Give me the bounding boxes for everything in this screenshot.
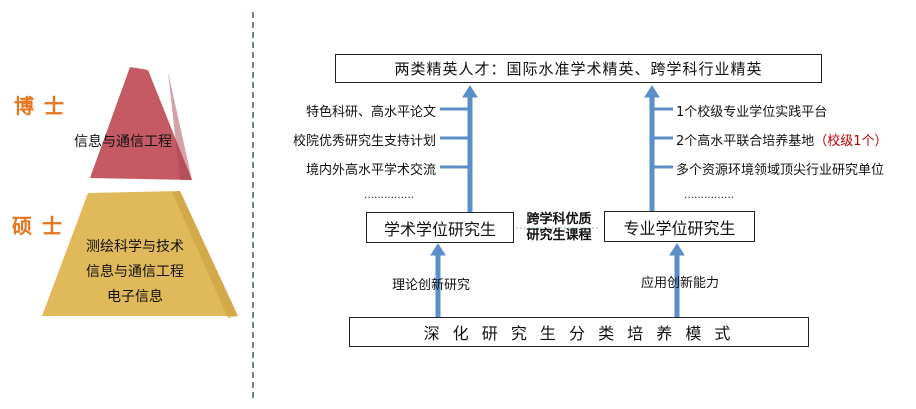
shared-line: 研究生课程	[526, 228, 592, 243]
master-label: 硕士	[12, 214, 72, 238]
professional-box: 专业学位研究生	[604, 211, 755, 242]
academic-item: 境内外高水平学术交流	[305, 163, 436, 178]
professional-ellipsis: ……………	[684, 190, 734, 201]
doctor-major: 信息与通信工程	[74, 134, 172, 150]
master-major: 电子信息	[107, 289, 163, 305]
academic-box: 学术学位研究生	[366, 212, 514, 243]
professional-drive: 应用创新能力	[641, 276, 720, 291]
academic-item: 特色科研、高水平论文	[305, 105, 436, 120]
master-major: 信息与通信工程	[86, 264, 184, 280]
professional-item: 2个高水平联合培养基地（校级1个）	[676, 130, 888, 149]
academic-ellipsis: ……………	[364, 190, 414, 201]
master-majors: 测绘科学与技术 信息与通信工程 电子信息	[70, 235, 200, 310]
shared-courses: 跨学科优质 研究生课程	[518, 212, 600, 244]
arrows	[430, 85, 685, 318]
professional-item: 1个校级专业学位实践平台	[676, 105, 828, 120]
highlight-text: （校级1个）	[814, 134, 888, 149]
doctor-pyramid	[90, 67, 192, 180]
academic-drive: 理论创新研究	[392, 278, 471, 293]
master-major: 测绘科学与技术	[86, 239, 184, 255]
shared-line: 跨学科优质	[526, 212, 592, 227]
professional-item-text: 2个高水平联合培养基地	[676, 134, 815, 149]
academic-item: 校院优秀研究生支持计划	[292, 134, 436, 149]
goal-box: 两类精英人才：国际水准学术精英、跨学科行业精英	[335, 54, 822, 83]
doctor-label: 博士	[14, 94, 74, 118]
professional-item: 多个资源环境领域顶尖行业研究单位	[676, 163, 885, 178]
base-box: 深 化 研 究 生 分 类 培 养 模 式	[349, 317, 809, 347]
